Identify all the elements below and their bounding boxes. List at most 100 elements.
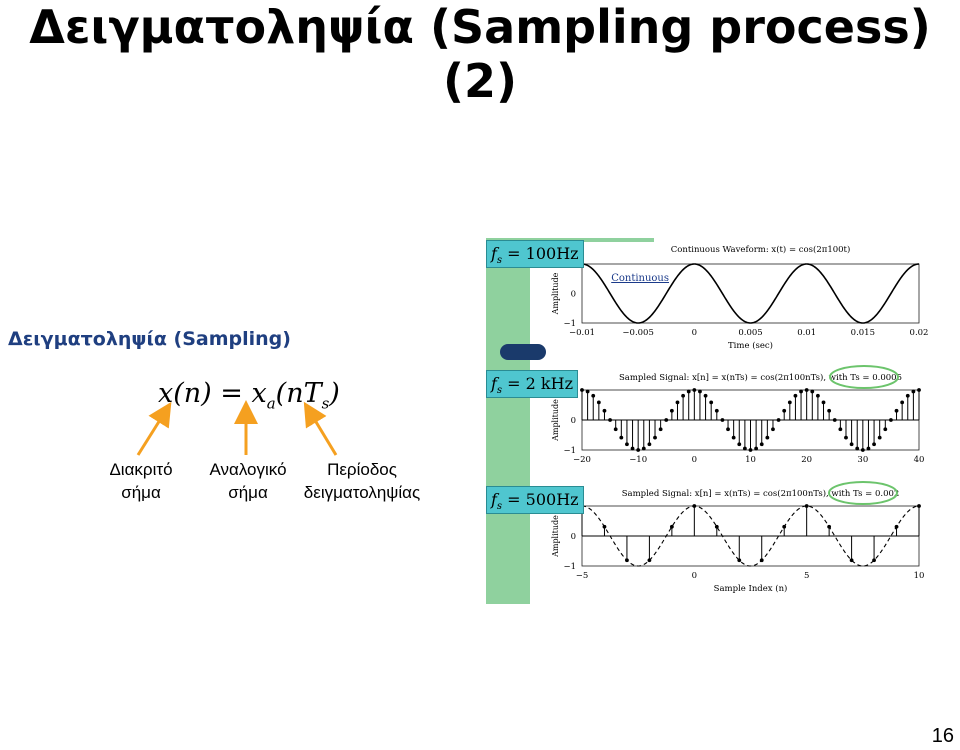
y-axis-label-0: Amplitude: [551, 272, 560, 315]
stem-point-1--10: [636, 448, 641, 452]
fs-box-100hz: fs = 100Hz: [486, 240, 584, 268]
ts-highlight-500hz: [828, 481, 898, 505]
stem-point-2-0: [692, 504, 697, 508]
stem-point-2-4: [782, 524, 787, 529]
page-number: 16: [931, 725, 954, 747]
x-tick-label-1-6: 40: [914, 455, 925, 465]
stem-point-1-22: [816, 393, 820, 398]
stem-point-1-39: [911, 389, 916, 394]
stem-point-1--13: [619, 435, 624, 440]
label-discrete-line2: σήμα: [121, 483, 161, 502]
stem-point-1-18: [793, 393, 798, 398]
stem-point-1--9: [641, 446, 646, 451]
stem-point-1-25: [832, 418, 837, 422]
stem-point-1-30: [860, 448, 865, 452]
stem-point-1-6: [726, 427, 730, 432]
stem-point-1--19: [585, 389, 590, 394]
stem-point-1--2: [681, 393, 685, 398]
eq-end: ): [329, 378, 340, 409]
label-analog-line2: σήμα: [228, 483, 268, 502]
stem-point-1-26: [838, 427, 843, 432]
stem-point-2-8: [872, 558, 876, 563]
x-tick-label-0-6: 0.02: [910, 328, 929, 338]
x-tick-label-2-2: 5: [804, 571, 809, 581]
stem-point-1-2: [703, 393, 708, 398]
chart-title-0: Continuous Waveform: x(t) = cos(2π100t): [671, 244, 851, 255]
stem-point-1-34: [883, 427, 888, 432]
stem-point-1-17: [787, 400, 792, 405]
x-tick-label-1-4: 20: [801, 455, 812, 465]
chart-title-2: Sampled Signal: x[n] = x(nTs) = cos(2π10…: [622, 488, 900, 499]
title-line-1: Δειγματοληψία (Sampling process): [29, 0, 931, 54]
continuous-annotation: Continuous: [611, 273, 669, 284]
stem-point-1-37: [900, 400, 905, 405]
stem-point-1-15: [776, 418, 781, 422]
continuous-wave-line: [581, 263, 920, 324]
stem-point-1-13: [765, 435, 770, 440]
stem-point-1-28: [849, 442, 854, 447]
arrow-period: [303, 401, 338, 456]
x-tick-label-2-1: 0: [692, 571, 697, 581]
label-discrete: Διακριτό σήμα: [98, 458, 184, 504]
stem-point-1-12: [759, 442, 764, 447]
stem-point-1--17: [596, 400, 601, 405]
label-period: Περίοδος δειγματοληψίας: [292, 458, 432, 504]
stem-point-2-3: [759, 558, 764, 563]
stem-point-2-9: [894, 524, 899, 529]
stem-point-1--3: [675, 400, 680, 405]
stem-point-1--15: [608, 418, 612, 422]
stem-point-1-29: [855, 446, 860, 451]
sampling-figure-svg: Continuous Waveform: x(t) = cos(2π100t) 1…: [486, 238, 929, 604]
y-tick-label-2-1: 0: [571, 532, 576, 542]
stem-point-1-21: [810, 389, 815, 394]
stem-point-1-3: [709, 400, 714, 405]
stem-point-1-5: [720, 418, 725, 422]
stem-point-1-33: [877, 435, 882, 440]
stem-point-1-4: [714, 408, 719, 413]
stem-point-1-23: [821, 400, 826, 405]
stem-point-1--14: [613, 427, 618, 432]
y-tick-label-1-2: −1: [563, 446, 576, 456]
label-analog-line1: Αναλογικό: [209, 460, 287, 479]
stem-point-1-35: [889, 418, 893, 422]
x-tick-label-1-3: 10: [745, 455, 756, 465]
stem-point-1-20: [804, 388, 809, 392]
annotation-arrows: [136, 400, 338, 456]
arrow-discrete: [136, 401, 172, 456]
dashed-envelope: [581, 505, 920, 567]
stem-point-2-7: [849, 558, 854, 563]
stem-point-1-36: [894, 408, 899, 413]
stem-point-2-5: [804, 504, 809, 508]
stem-point-2--3: [625, 558, 629, 563]
stem-point-1--6: [658, 427, 663, 432]
sampling-figure: Continuous Waveform: x(t) = cos(2π100t) 1…: [486, 238, 936, 609]
y-axis-label-2: Amplitude: [551, 515, 560, 558]
x-tick-label-2-3: 10: [914, 571, 925, 581]
x-tick-label-0-5: 0.015: [851, 328, 875, 338]
stem-point-1-9: [742, 446, 747, 451]
stem-point-2-1: [714, 524, 719, 529]
fs-label-500hz: = 500Hz: [507, 490, 579, 509]
label-analog: Αναλογικό σήμα: [198, 458, 298, 504]
stem-point-1--7: [653, 435, 657, 440]
x-axis-label-2: Sample Index (n): [714, 583, 788, 594]
x-tick-label-0-1: −0.005: [622, 328, 653, 338]
ts-highlight-2khz: [829, 365, 899, 389]
stem-point-1-38: [905, 393, 910, 398]
stem-point-2-2: [737, 558, 742, 563]
x-tick-label-1-5: 30: [857, 455, 868, 465]
stem-point-1--5: [664, 418, 669, 422]
stem-point-1-40: [917, 388, 921, 392]
y-axis-label-1: Amplitude: [551, 399, 560, 442]
y-tick-label-0-2: −1: [563, 319, 576, 329]
stem-point-1-11: [754, 446, 759, 451]
stem-point-1--18: [591, 393, 596, 398]
x-tick-label-1-1: −10: [629, 455, 647, 465]
y-tick-label-1-1: 0: [571, 416, 576, 426]
y-tick-label-0-1: 0: [571, 290, 576, 300]
stem-point-1-27: [844, 435, 848, 440]
stem-point-1--1: [686, 389, 691, 394]
y-tick-label-2-2: −1: [563, 562, 576, 572]
label-period-line2: δειγματοληψίας: [303, 483, 421, 502]
x-tick-label-0-0: −0.01: [569, 328, 595, 338]
